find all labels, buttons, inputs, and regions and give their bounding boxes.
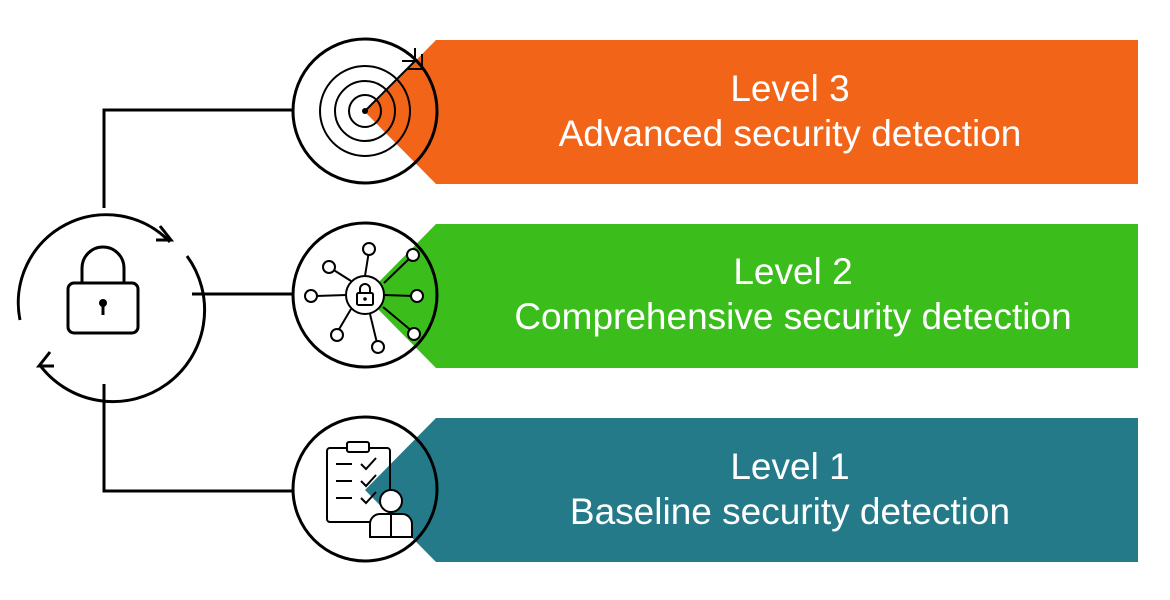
level-3-title: Level 3 (730, 68, 849, 109)
connector-level-1 (102, 384, 298, 493)
level-3-shape (365, 40, 1138, 184)
checklist-person-icon (291, 415, 439, 563)
level-1-title: Level 1 (730, 446, 849, 487)
target-icon (291, 37, 439, 185)
connector-lines (102, 108, 298, 493)
level-2-title: Level 2 (733, 251, 852, 292)
connector-level-3 (102, 108, 298, 208)
lock-keyhole (99, 299, 107, 307)
level-3-subtitle: Advanced security detection (559, 113, 1022, 154)
level-1-subtitle: Baseline security detection (570, 491, 1010, 532)
lock-refresh-icon (16, 213, 207, 404)
level-3-banner: Level 3 Advanced security detection (365, 40, 1138, 184)
level-2-banner: Level 2 Comprehensive security detection (365, 224, 1138, 368)
level-1-banner: Level 1 Baseline security detection (365, 418, 1138, 562)
level-2-subtitle: Comprehensive security detection (514, 296, 1071, 337)
lock-shackle (80, 245, 126, 283)
level-1-shape (365, 418, 1138, 562)
level-2-shape (365, 224, 1138, 368)
network-lock-icon (291, 221, 439, 369)
